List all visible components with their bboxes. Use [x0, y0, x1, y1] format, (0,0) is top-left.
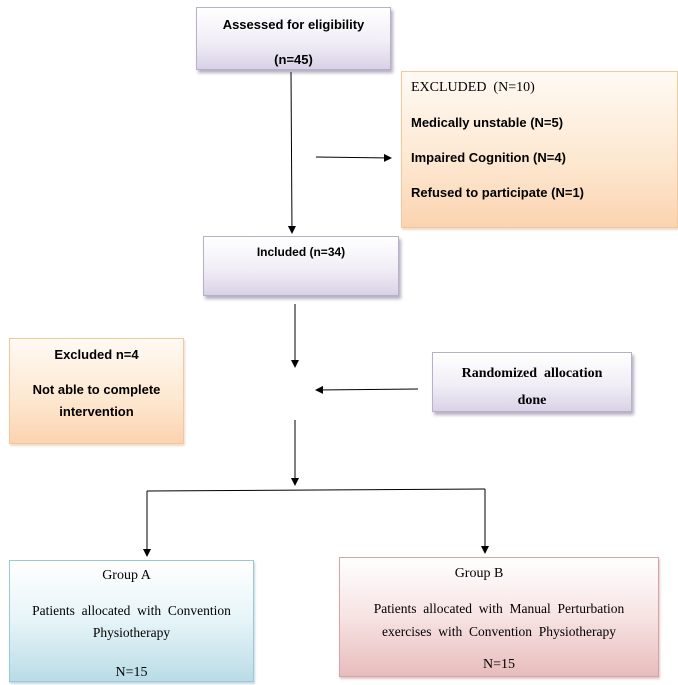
group-a-desc-line2: Physiotherapy [92, 625, 171, 640]
excluded-mid-reason-line1: Not able to complete [32, 382, 161, 397]
included-title: Included (n=34) [256, 245, 346, 259]
excluded-reason-2: Impaired Cognition (N=4) [411, 150, 566, 165]
excluded-mid-title: Excluded n=4 [54, 347, 139, 362]
group-b-count: N=15 [482, 657, 515, 672]
group-a-desc-line1: Patients allocated with Convention [32, 603, 231, 618]
excluded-top-box: EXCLUDED (N=10) Medically unstable (N=5)… [401, 71, 678, 228]
excluded-reason-3: Refused to participate (N=1) [411, 185, 585, 200]
assessed-box: Assessed for eligibility (n=45) [196, 7, 391, 70]
arrow-randomized-left [315, 385, 419, 394]
group-a-count: N=15 [115, 665, 148, 680]
group-b-box: Group B Patients allocated with Manual P… [339, 557, 659, 677]
randomized-box: Randomized allocation done [432, 352, 632, 412]
split-horizontal-line [146, 488, 486, 492]
assessed-count: (n=45) [274, 52, 313, 67]
arrow-to-excluded-top [315, 153, 392, 162]
arrow-assessed-to-included [287, 71, 296, 234]
group-a-title: Group A [102, 568, 151, 583]
excluded-top-title: EXCLUDED (N=10) [411, 80, 535, 95]
group-b-title: Group B [454, 566, 504, 581]
excluded-reason-1: Medically unstable (N=5) [411, 115, 564, 130]
excluded-mid-reason-line2: intervention [59, 404, 134, 419]
group-a-box: Group A Patients allocated with Conventi… [9, 560, 254, 682]
group-b-desc-line1: Patients allocated with Manual Perturbat… [373, 601, 625, 616]
excluded-mid-box: Excluded n=4 Not able to complete interv… [9, 338, 184, 444]
included-box: Included (n=34) [203, 236, 399, 296]
assessed-title: Assessed for eligibility [222, 17, 365, 32]
randomized-line1: Randomized allocation [461, 366, 603, 381]
randomized-line2: done [517, 393, 547, 408]
group-b-desc-line2: exercises with Convention Physiotherapy [382, 624, 616, 639]
